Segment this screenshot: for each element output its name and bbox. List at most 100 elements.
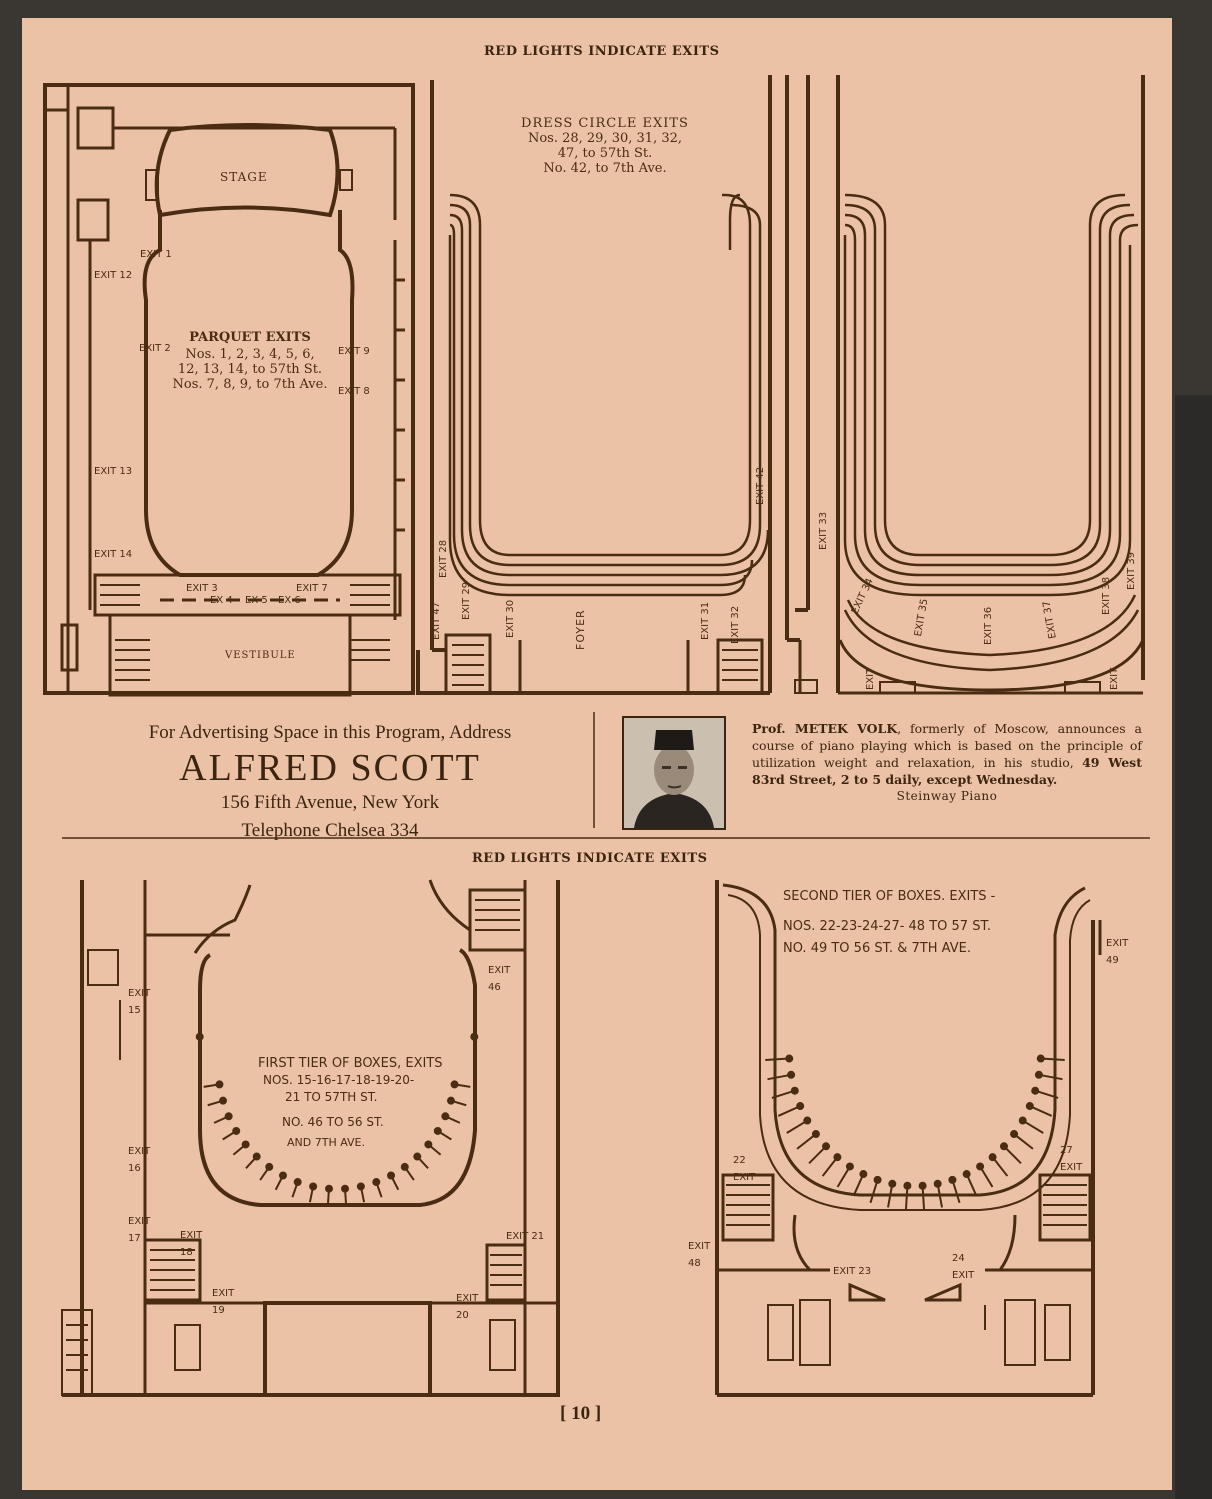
exit-14-label: EXIT 14 xyxy=(94,549,133,560)
box-marker-dot xyxy=(450,1080,459,1089)
exit-9-label: EXIT 9 xyxy=(338,346,370,357)
box-marker-dot xyxy=(785,1054,794,1063)
exit-20-label: EXIT 20 xyxy=(456,1293,479,1321)
box-marker xyxy=(808,1145,827,1164)
exit-33-label: EXIT 33 xyxy=(818,511,829,550)
dress-circle-line1: Nos. 28, 29, 30, 31, 32, xyxy=(527,131,683,146)
exit-18-label: EXIT 18 xyxy=(180,1230,203,1258)
ad-volk-studio: 49 West 83rd Street, 2 to 5 xyxy=(752,755,1142,787)
box-marker-dot xyxy=(933,1179,942,1188)
dress-circle-line3: No. 42, to 7th Ave. xyxy=(543,161,667,176)
box-marker-dot xyxy=(1036,1054,1045,1063)
parquet-exits-line1: Nos. 1, 2, 3, 4, 5, 6, xyxy=(185,347,315,362)
first-tier-line2: NOS. 15-16-17-18-19-20- xyxy=(263,1073,415,1087)
box-marker-dot xyxy=(948,1175,957,1184)
box-marker-dot xyxy=(787,1070,796,1079)
box-marker-dot xyxy=(424,1140,433,1149)
box-marker-dot xyxy=(888,1179,897,1188)
ad-volk-days: daily, except Wednesday. xyxy=(881,772,1058,787)
box-marker-dot xyxy=(252,1152,261,1161)
box-marker-dot xyxy=(372,1178,381,1187)
ad-volk-piano: Steinway Piano xyxy=(896,789,998,803)
ad-volk-name: METEK VOLK xyxy=(794,721,898,736)
parquet-plan xyxy=(43,83,415,697)
box-marker-dot xyxy=(976,1162,985,1171)
second-tier-line2: NOS. 22-23-24-27- 48 TO 57 ST. xyxy=(783,919,991,934)
balcony-plan xyxy=(785,75,1145,695)
exit-46-label: EXIT 46 xyxy=(488,965,511,993)
box-marker xyxy=(951,1179,961,1204)
box-marker-dot xyxy=(1031,1086,1040,1095)
exit-29-label: EXIT 29 xyxy=(461,581,472,620)
box-marker xyxy=(869,1179,879,1204)
metek-volk-ad: Prof. METEK VOLK, formerly of Moscow, an… xyxy=(752,720,1142,805)
box-marker-dot xyxy=(822,1142,831,1151)
exit-36-label: EXIT 36 xyxy=(983,606,994,645)
top-header: RED LIGHTS INDICATE EXITS xyxy=(484,44,720,59)
box-marker-dot xyxy=(446,1096,455,1105)
exit-31-label: EXIT 31 xyxy=(700,601,711,640)
exit-12-label: EXIT 12 xyxy=(94,270,133,281)
ad-volk-prefix: Prof. xyxy=(752,721,795,736)
box-marker-dot xyxy=(433,1126,442,1135)
second-tier-plan xyxy=(715,880,1102,1397)
alfred-scott-ad: For Advertising Space in this Program, A… xyxy=(60,722,600,842)
box-marker-dot xyxy=(859,1170,868,1179)
box-marker-dot xyxy=(918,1181,927,1190)
exit-16-label: EXIT 16 xyxy=(128,1146,151,1174)
exit-left-bottom-label: EXIT xyxy=(865,667,876,690)
exit-47-label: EXIT 47 xyxy=(431,601,442,640)
exit-39-label: EXIT 39 xyxy=(1126,551,1137,590)
second-tier-line1: SECOND TIER OF BOXES. EXITS - xyxy=(783,889,996,904)
ad-scott-address: 156 Fifth Avenue, New York xyxy=(220,792,440,813)
dress-circle-plan xyxy=(416,75,772,695)
box-marker-dot xyxy=(903,1181,912,1190)
dress-circle-line2: 47, to 57th St. xyxy=(557,146,653,161)
first-tier-line4: NO. 46 TO 56 ST. xyxy=(282,1115,384,1129)
exit-right-bottom-label: EXIT xyxy=(1109,667,1120,690)
exit-1-label: EXIT 1 xyxy=(140,249,172,260)
vestibule-label: VESTIBULE xyxy=(225,650,296,661)
exit-6-label: EX 6 xyxy=(278,595,301,606)
page-number: [ 10 ] xyxy=(560,1403,602,1424)
ad-volk-text: , formerly of Moscow, announces a course… xyxy=(752,721,1142,770)
box-marker-dot xyxy=(790,1086,799,1095)
box-marker-dot xyxy=(278,1171,287,1180)
first-tier-plan xyxy=(61,879,560,1397)
box-marker-dot xyxy=(309,1182,318,1191)
ad-scott-phone: Telephone Chelsea 334 xyxy=(241,820,419,841)
box-marker-dot xyxy=(833,1153,842,1162)
box-marker-dot xyxy=(803,1116,812,1125)
second-tier-box-markers xyxy=(765,1054,1065,1210)
box-marker-dot xyxy=(413,1152,422,1161)
exit-17-label: EXIT 17 xyxy=(128,1216,151,1244)
first-tier-box-markers xyxy=(195,1032,479,1205)
box-marker-dot xyxy=(441,1112,450,1121)
box-marker-dot xyxy=(470,1032,479,1041)
box-marker-dot xyxy=(845,1162,854,1171)
portrait-photo xyxy=(622,716,726,830)
box-marker-dot xyxy=(400,1162,409,1171)
first-tier-line1: FIRST TIER OF BOXES, EXITS xyxy=(258,1056,443,1071)
box-marker-dot xyxy=(1010,1130,1019,1139)
mid-header: RED LIGHTS INDICATE EXITS xyxy=(472,851,708,866)
ad-scott-line1: For Advertising Space in this Program, A… xyxy=(148,722,512,743)
exit-15-label: EXIT 15 xyxy=(128,988,151,1016)
exit-27-label: 27 EXIT xyxy=(1060,1145,1083,1173)
box-marker-dot xyxy=(873,1175,882,1184)
box-marker-dot xyxy=(232,1126,241,1135)
exit-4-label: EX 4 xyxy=(210,595,233,606)
box-marker-dot xyxy=(293,1178,302,1187)
exit-42-label: EXIT 42 xyxy=(755,466,766,505)
background-edge xyxy=(1175,395,1212,1499)
parquet-exits-title: PARQUET EXITS xyxy=(189,330,311,345)
box-marker xyxy=(1003,1145,1022,1164)
exit-13-label: EXIT 13 xyxy=(94,466,133,477)
box-marker xyxy=(936,1183,943,1208)
box-marker-dot xyxy=(796,1102,805,1111)
box-marker-dot xyxy=(265,1162,274,1171)
exit-21-label: EXIT 21 xyxy=(506,1231,545,1242)
exit-22-label: 22 EXIT xyxy=(733,1155,756,1183)
box-marker-dot xyxy=(324,1184,333,1193)
